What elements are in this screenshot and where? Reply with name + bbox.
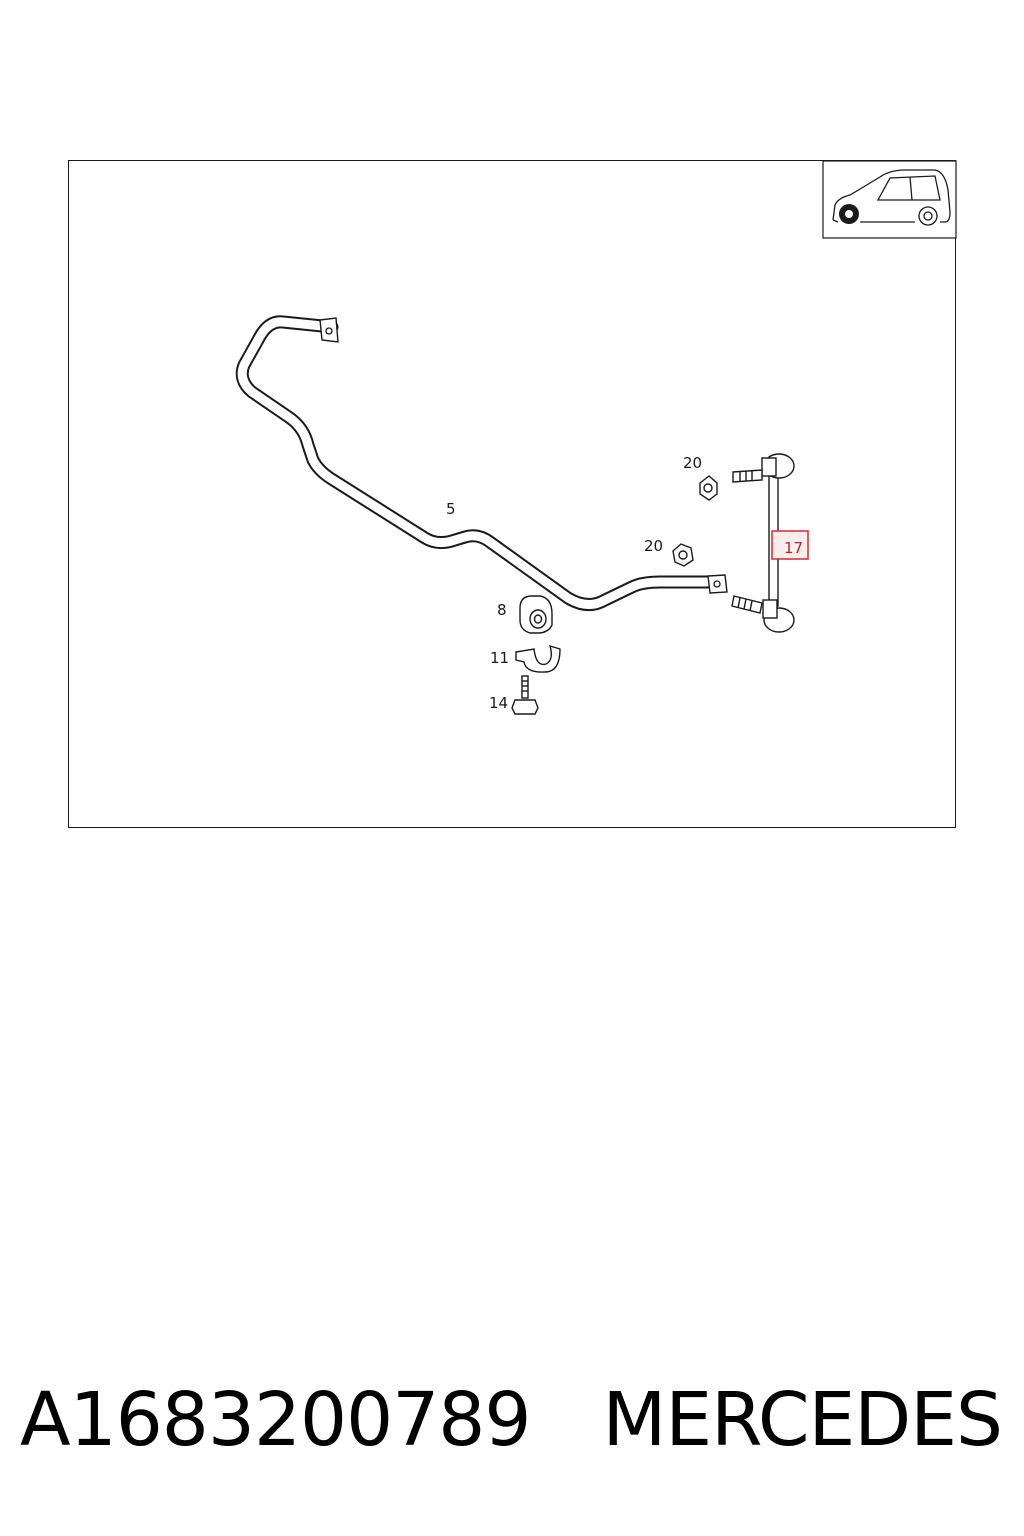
- diagram-frame: [68, 160, 956, 828]
- callout-20-upper: 20: [683, 454, 702, 472]
- callout-20-lower: 20: [644, 537, 663, 555]
- callout-11: 11: [490, 649, 509, 667]
- mounting-bracket: [515, 644, 561, 673]
- bushing: [519, 595, 553, 634]
- footer: A1683200789 MERCEDES: [0, 1370, 1024, 1470]
- callout-14: 14: [489, 694, 508, 712]
- car-thumbnail: [822, 160, 957, 239]
- brand-name: MERCEDES: [602, 1377, 1003, 1463]
- callout-17[interactable]: 17: [784, 539, 803, 557]
- callout-8: 8: [497, 601, 507, 619]
- callout-17-highlight-box[interactable]: [771, 530, 809, 560]
- part-number: A1683200789: [20, 1377, 531, 1463]
- nut-upper: [699, 475, 718, 501]
- nut-lower: [672, 543, 694, 567]
- bolt: [511, 675, 539, 715]
- car-side-icon: [832, 169, 951, 226]
- stabilizer-bar: [235, 315, 728, 611]
- callout-5: 5: [446, 500, 456, 518]
